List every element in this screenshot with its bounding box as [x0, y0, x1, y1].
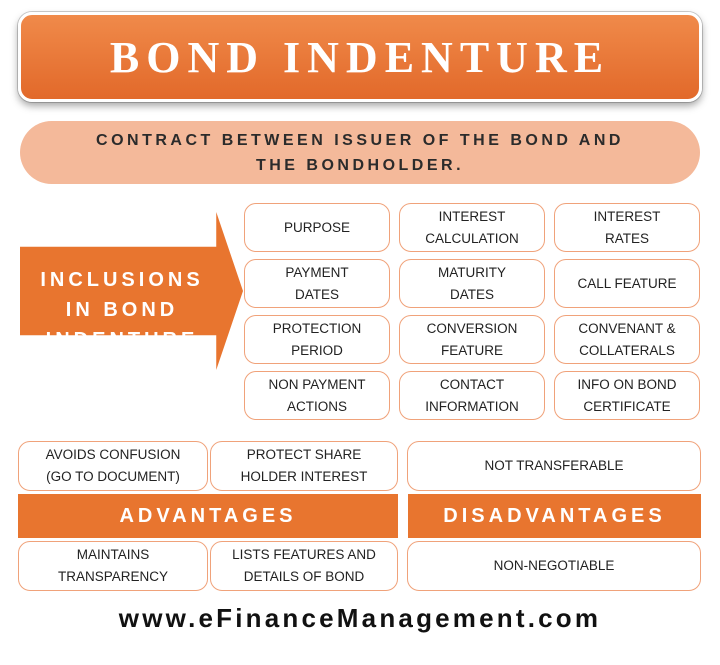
inclusion-item: CONVERSION FEATURE: [399, 315, 545, 364]
inclusion-label-line: PERIOD: [291, 342, 343, 358]
inclusion-label-line: INTEREST: [593, 208, 661, 224]
page-title: BOND INDENTURE: [109, 32, 611, 82]
inclusion-label: MATURITY DATES: [438, 262, 506, 306]
inclusion-item: INTEREST CALCULATION: [399, 203, 545, 252]
definition-text: CONTRACT BETWEEN ISSUER OF THE BOND AND …: [96, 128, 624, 178]
disadvantage-item: NOT TRANSFERABLE: [407, 441, 701, 491]
inclusion-item: PAYMENT DATES: [244, 259, 390, 308]
advantage-label: PROTECT SHARE HOLDER INTEREST: [241, 444, 368, 488]
advantage-label-line: AVOIDS CONFUSION: [45, 447, 181, 462]
inclusion-item: NON PAYMENT ACTIONS: [244, 371, 390, 420]
disadvantage-item: NON-NEGOTIABLE: [407, 541, 701, 591]
advantage-item: LISTS FEATURES AND DETAILS OF BOND: [210, 541, 398, 591]
advantage-label: LISTS FEATURES AND DETAILS OF BOND: [232, 544, 376, 588]
inclusion-label-line: CONVENANT &: [578, 320, 676, 336]
inclusion-label: CONVERSION FEATURE: [427, 318, 518, 362]
disadvantage-label: NOT TRANSFERABLE: [484, 458, 624, 473]
inclusion-label-line: CONVERSION: [426, 320, 518, 336]
advantage-label-line: DETAILS OF BOND: [243, 569, 365, 584]
inclusion-label: CONTACT INFORMATION: [425, 374, 519, 418]
inclusion-label: INFO ON BOND CERTIFICATE: [577, 374, 676, 418]
inclusions-heading-line: IN BOND: [65, 299, 179, 321]
inclusion-label-line: INFO ON BOND: [577, 376, 677, 392]
inclusion-item: PROTECTION PERIOD: [244, 315, 390, 364]
disadvantages-heading: DISADVANTAGES: [443, 504, 666, 527]
advantage-item: MAINTAINS TRANSPARENCY: [18, 541, 208, 591]
inclusion-label: PAYMENT DATES: [285, 262, 348, 306]
inclusion-item: CONTACT INFORMATION: [399, 371, 545, 420]
inclusion-label-line: CERTIFICATE: [583, 398, 671, 414]
inclusion-label: CALL FEATURE: [577, 275, 677, 291]
inclusion-item: INTEREST RATES: [554, 203, 700, 252]
inclusion-label-line: INFORMATION: [425, 398, 519, 414]
definition-line: THE BONDHOLDER.: [255, 156, 465, 174]
inclusion-label-line: FEATURE: [440, 342, 503, 358]
advantage-label-line: HOLDER INTEREST: [240, 469, 368, 484]
advantage-label: AVOIDS CONFUSION (GO TO DOCUMENT): [46, 444, 181, 488]
advantages-bar: ADVANTAGES: [18, 494, 398, 538]
advantage-item: PROTECT SHARE HOLDER INTEREST: [210, 441, 398, 491]
inclusion-item: MATURITY DATES: [399, 259, 545, 308]
inclusion-item: INFO ON BOND CERTIFICATE: [554, 371, 700, 420]
advantage-label-line: LISTS FEATURES AND: [232, 547, 376, 562]
definition-line: CONTRACT BETWEEN ISSUER OF THE BOND AND: [96, 131, 624, 149]
inclusion-label-line: DATES: [449, 286, 494, 302]
inclusion-label-line: PAYMENT: [285, 264, 349, 280]
inclusion-item: CONVENANT & COLLATERALS: [554, 315, 700, 364]
inclusions-heading-line: INDENTURE: [45, 329, 199, 351]
advantage-label: MAINTAINS TRANSPARENCY: [58, 544, 168, 588]
title-banner: BOND INDENTURE: [18, 12, 702, 102]
inclusion-label: CONVENANT & COLLATERALS: [578, 318, 675, 362]
inclusion-label-line: NON PAYMENT: [268, 376, 366, 392]
inclusions-heading: INCLUSIONS IN BOND INDENTURE: [22, 265, 222, 355]
disadvantages-bar: DISADVANTAGES: [408, 494, 701, 538]
inclusion-label-line: DATES: [294, 286, 339, 302]
inclusion-item: CALL FEATURE: [554, 259, 700, 308]
advantage-label-line: MAINTAINS: [76, 547, 150, 562]
inclusion-label-line: ACTIONS: [286, 398, 347, 414]
advantage-item: AVOIDS CONFUSION (GO TO DOCUMENT): [18, 441, 208, 491]
inclusion-label: INTEREST CALCULATION: [425, 206, 519, 250]
inclusion-label: NON PAYMENT ACTIONS: [268, 374, 365, 418]
inclusion-label-line: INTEREST: [438, 208, 506, 224]
inclusion-item: PURPOSE: [244, 203, 390, 252]
advantage-label-line: (GO TO DOCUMENT): [46, 469, 180, 484]
inclusion-label-line: RATES: [604, 230, 649, 246]
inclusion-label: INTEREST RATES: [594, 206, 661, 250]
advantage-label-line: TRANSPARENCY: [57, 569, 169, 584]
inclusions-heading-line: INCLUSIONS: [40, 269, 204, 291]
advantage-label-line: PROTECT SHARE: [246, 447, 362, 462]
inclusion-label-line: COLLATERALS: [579, 342, 675, 358]
inclusion-label: PROTECTION PERIOD: [273, 318, 362, 362]
definition-banner: CONTRACT BETWEEN ISSUER OF THE BOND AND …: [20, 121, 700, 184]
footer-url: www.eFinanceManagement.com: [118, 603, 602, 633]
inclusion-label-line: MATURITY: [438, 264, 506, 280]
inclusion-label-line: CALCULATION: [425, 230, 519, 246]
disadvantage-label: NON-NEGOTIABLE: [493, 558, 615, 573]
advantages-heading: ADVANTAGES: [119, 504, 297, 527]
inclusion-label: PURPOSE: [283, 219, 351, 235]
inclusion-label-line: CONTACT: [439, 376, 505, 392]
inclusion-label-line: PROTECTION: [272, 320, 362, 336]
